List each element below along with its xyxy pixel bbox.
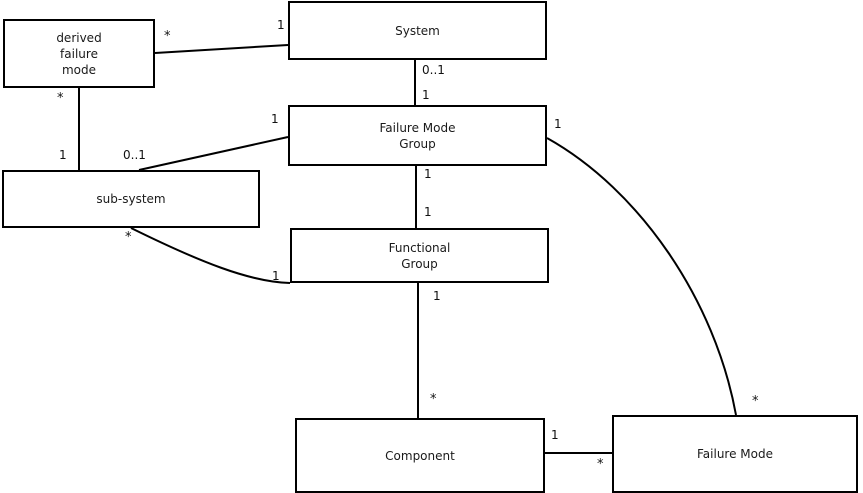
multiplicity-label-m-fg-left-1: 1 xyxy=(272,269,280,283)
multiplicity-label-m-dfm-star-bottom: * xyxy=(57,91,64,106)
class-name-sub-system: sub-system xyxy=(96,192,166,206)
multiplicity-label-m-system-bottom-01: 0..1 xyxy=(422,63,445,77)
class-name-system: System xyxy=(395,23,440,38)
association-derived-failure-mode--system xyxy=(154,44,289,54)
multiplicity-label-m-failure-mode-top-star: * xyxy=(752,394,759,409)
multiplicity-label-m-fmg-right-1: 1 xyxy=(554,117,562,131)
multiplicity-label-m-fmg-bottom-1: 1 xyxy=(424,167,432,181)
association-failure-mode-group--failure-mode xyxy=(546,137,737,416)
multiplicity-label-m-system-left-1: 1 xyxy=(277,18,285,32)
multiplicity-label-m-failure-mode-left-star: * xyxy=(597,457,604,472)
class-name-failure-mode-group: Failure Mode Group xyxy=(379,120,456,151)
association-sub-system--functional-group xyxy=(130,227,291,284)
class-name-functional-group: Functional Group xyxy=(388,240,451,271)
multiplicity-label-m-component-right-1: 1 xyxy=(551,428,559,442)
multiplicity-label-m-dfm-star-right: * xyxy=(164,29,171,44)
association-sub-system--failure-mode-group xyxy=(138,136,289,171)
class-box-component[interactable]: Component xyxy=(295,418,545,493)
class-name-failure-mode: Failure Mode xyxy=(697,447,773,461)
class-box-failure-mode-group[interactable]: Failure Mode Group xyxy=(288,105,547,166)
class-name-derived-failure-mode: derived failure mode xyxy=(56,30,102,77)
class-box-functional-group[interactable]: Functional Group xyxy=(290,228,549,283)
multiplicity-label-m-subsystem-01: 0..1 xyxy=(123,148,146,162)
class-box-sub-system[interactable]: sub-system xyxy=(2,170,260,228)
class-box-derived-failure-mode[interactable]: derived failure mode xyxy=(3,19,155,88)
multiplicity-label-m-component-top-star: * xyxy=(430,392,437,407)
multiplicity-label-m-fg-bottom-1: 1 xyxy=(433,289,441,303)
multiplicity-label-m-subsystem-star-bottom: * xyxy=(125,230,132,245)
class-name-component: Component xyxy=(385,448,455,463)
class-box-failure-mode[interactable]: Failure Mode xyxy=(612,415,858,493)
multiplicity-label-m-subsystem-top-1: 1 xyxy=(59,148,67,162)
multiplicity-label-m-fmg-top-1: 1 xyxy=(422,88,430,102)
class-box-system[interactable]: System xyxy=(288,1,547,60)
multiplicity-label-m-fmg-left-1: 1 xyxy=(271,112,279,126)
multiplicity-label-m-fg-top-1: 1 xyxy=(424,205,432,219)
